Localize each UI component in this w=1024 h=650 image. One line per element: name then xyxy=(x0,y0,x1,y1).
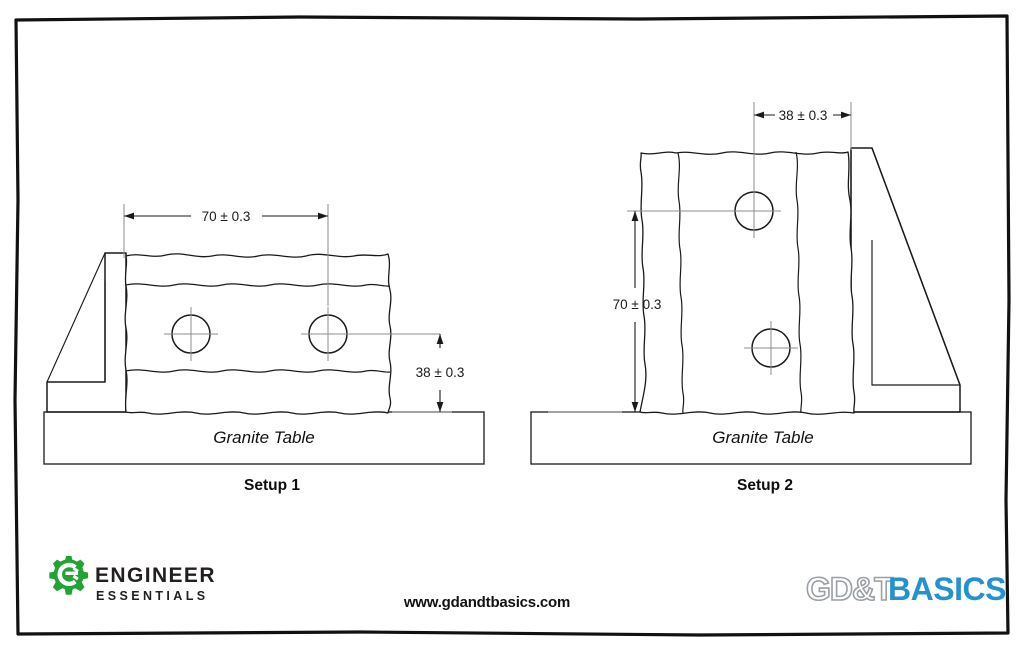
setup2-granite-table-label: Granite Table xyxy=(712,428,813,447)
gdt-basics-logo-part1: GD&T xyxy=(806,571,894,607)
setup1-granite-table-label: Granite Table xyxy=(213,428,314,447)
gear-icon xyxy=(49,556,89,595)
gdt-basics-logo-part2: BASICS xyxy=(888,571,1006,607)
setup-2-group: Granite Table xyxy=(530,102,972,494)
setup1-horizontal-dim-label: 70 ± 0.3 xyxy=(202,209,251,224)
setup2-horizontal-dim-label: 38 ± 0.3 xyxy=(779,108,828,123)
setup2-granite-table xyxy=(530,411,972,465)
setup1-vertical-dim: 38 ± 0.3 xyxy=(392,334,465,413)
setup1-angle-block xyxy=(46,252,127,413)
setup1-horizontal-dim: 70 ± 0.3 xyxy=(123,204,329,306)
setup2-horizontal-dim: 38 ± 0.3 xyxy=(753,102,852,192)
engineer-essentials-line2: ESSENTIALS xyxy=(96,589,209,603)
setup2-angle-block xyxy=(850,147,961,413)
setup1-vertical-dim-label: 38 ± 0.3 xyxy=(416,365,465,380)
setup1-hole-left xyxy=(164,307,218,361)
setup-1-label: Setup 1 xyxy=(244,477,300,494)
website-url[interactable]: www.gdandtbasics.com xyxy=(403,594,571,611)
setup1-hole-right xyxy=(301,307,440,361)
setup2-hole-bottom xyxy=(744,321,798,375)
setup2-vertical-dim-label: 70 ± 0.3 xyxy=(613,297,662,312)
setup2-part xyxy=(639,151,856,415)
engineer-essentials-logo: ENGINEER ESSENTIALS xyxy=(49,556,216,603)
setup-1-group: Granite Table xyxy=(43,204,485,494)
setup-2-label: Setup 2 xyxy=(737,477,793,494)
setup2-vertical-dim: 70 ± 0.3 xyxy=(548,211,662,413)
engineer-essentials-line1: ENGINEER xyxy=(95,564,216,587)
page-border xyxy=(13,14,1011,637)
setup1-part xyxy=(124,253,392,415)
setup1-granite-table xyxy=(43,411,485,465)
gdt-basics-logo: GD&T BASICS xyxy=(805,570,1006,608)
